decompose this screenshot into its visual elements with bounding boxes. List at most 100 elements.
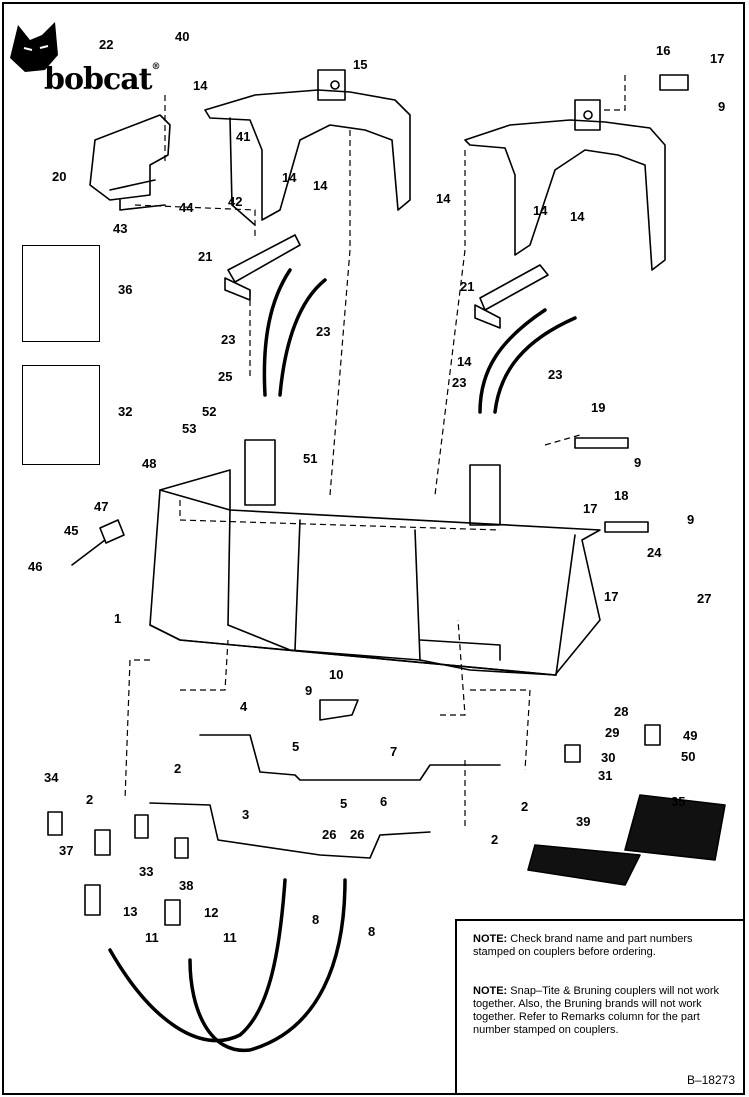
callout: 48 [142, 456, 157, 471]
cylinder-21-left [224, 234, 301, 301]
note-1: NOTE: Check brand name and part numbers … [473, 933, 693, 958]
hydraulic-lines [149, 734, 501, 859]
callout: 17 [583, 501, 598, 516]
callout: 38 [179, 878, 194, 893]
fitting-30 [564, 744, 581, 763]
pin-16 [659, 74, 689, 91]
callout: 20 [52, 169, 67, 184]
callout: 31 [598, 768, 613, 783]
callout: 5 [292, 739, 300, 754]
callout: 41 [236, 129, 251, 144]
callout: 21 [198, 249, 213, 264]
coupler-37 [94, 829, 111, 856]
decal-36 [22, 245, 100, 342]
note-2: NOTE: Snap–Tite & Bruning couplers will … [473, 985, 719, 1036]
pin-19 [574, 437, 629, 449]
callout: 34 [44, 770, 59, 785]
bracket-20 [89, 114, 171, 211]
pin-18 [604, 521, 649, 533]
callout: 42 [228, 194, 243, 209]
coupler-12 [164, 899, 181, 926]
fitting-49 [644, 724, 661, 746]
coupler-33 [134, 814, 149, 839]
coupler-13 [84, 884, 101, 916]
callout: 46 [28, 559, 43, 574]
hoses-23 [262, 268, 577, 414]
callout: 33 [139, 864, 154, 879]
figure-id: B–18273 [686, 1073, 735, 1087]
callout: 8 [312, 912, 320, 927]
callout: 5 [340, 796, 348, 811]
callout: 17 [604, 589, 619, 604]
callout: 37 [59, 843, 74, 858]
callout: 47 [94, 499, 109, 514]
callout: 32 [118, 404, 133, 419]
callout: 49 [683, 728, 698, 743]
callout: 21 [460, 279, 475, 294]
callout: 16 [656, 43, 671, 58]
callout: 19 [591, 400, 606, 415]
grapple-right [464, 99, 666, 271]
callout: 9 [634, 455, 642, 470]
callout: 23 [221, 332, 236, 347]
callout: 36 [118, 282, 133, 297]
callout: 14 [313, 178, 328, 193]
callout: 4 [240, 699, 248, 714]
callout: 2 [86, 792, 94, 807]
callout: 2 [521, 799, 529, 814]
coupler-38 [174, 837, 189, 859]
callout: 23 [316, 324, 331, 339]
decal-35 [624, 794, 726, 861]
callout: 28 [614, 704, 629, 719]
callout: 6 [380, 794, 388, 809]
coupler-34 [47, 811, 63, 836]
callout: 26 [350, 827, 365, 842]
hoses-8 [108, 878, 347, 1052]
callout: 35 [671, 794, 686, 809]
callout: 17 [710, 51, 725, 66]
leader-lines [124, 75, 626, 830]
callout: 39 [576, 814, 591, 829]
callout: 24 [647, 545, 662, 560]
callout: 14 [457, 354, 472, 369]
callout: 3 [242, 807, 250, 822]
decal-32 [22, 365, 100, 465]
callout: 9 [305, 683, 313, 698]
callout: 15 [353, 57, 368, 72]
callout: 11 [145, 930, 159, 945]
callout: 2 [491, 832, 499, 847]
callout: 29 [605, 725, 620, 740]
callout: 14 [570, 209, 585, 224]
cylinder-21-right [474, 264, 549, 329]
plate-10 [319, 699, 359, 721]
callout: 2 [174, 761, 182, 776]
callout: 13 [123, 904, 138, 919]
bucket [149, 469, 601, 676]
callout: 9 [687, 512, 695, 527]
callout: 40 [175, 29, 190, 44]
callout: 11 [223, 930, 237, 945]
bobcat-head-icon [10, 22, 58, 72]
callout: 12 [204, 905, 219, 920]
callout: 45 [64, 523, 79, 538]
callout: 43 [113, 221, 128, 236]
spacer-45 [99, 519, 125, 544]
callout: 23 [548, 367, 563, 382]
callout: 10 [329, 667, 344, 682]
callout: 26 [322, 827, 337, 842]
callout: 14 [282, 170, 297, 185]
callout: 22 [99, 37, 114, 52]
callout: 18 [614, 488, 629, 503]
callout: 44 [179, 200, 194, 215]
callout: 7 [390, 744, 398, 759]
callout: 23 [452, 375, 467, 390]
grapple-left [204, 69, 411, 226]
callout: 14 [533, 203, 548, 218]
callout: 50 [681, 749, 696, 764]
callout: 51 [303, 451, 318, 466]
callout: 53 [182, 421, 197, 436]
callout: 14 [436, 191, 451, 206]
callout: 9 [718, 99, 726, 114]
